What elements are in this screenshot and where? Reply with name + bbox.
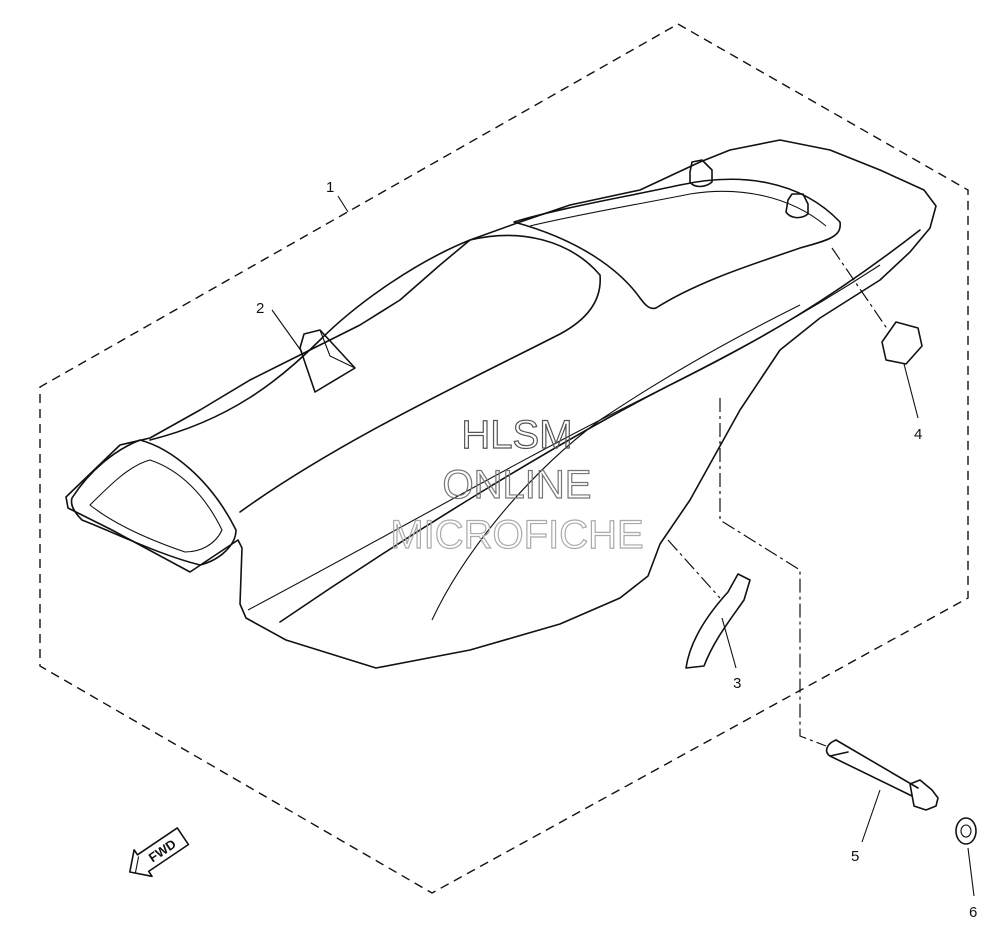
watermark-line-2: ONLINE: [443, 463, 592, 507]
leader-4: [903, 363, 919, 419]
forward-arrow-label: FWD: [146, 836, 179, 865]
part-6-nut-hole: [960, 824, 972, 838]
seat-side-crease-lower: [431, 304, 801, 621]
leader-5: [861, 789, 881, 843]
callout-3: 3: [733, 675, 741, 692]
leader-6: [967, 847, 975, 897]
mount-peg-2: [785, 193, 809, 219]
part-6-nut: [955, 817, 977, 845]
ref-line-3: [667, 539, 721, 599]
part-5-rod: [829, 739, 919, 797]
ref-line-4: [831, 247, 889, 331]
part-4-damper: [881, 321, 923, 365]
assembly-boundary: [39, 23, 969, 894]
part-5-rod-head: [909, 779, 939, 811]
part-5-rod-hook: [825, 739, 849, 757]
leader-3: [721, 617, 737, 669]
callout-5: 5: [851, 848, 859, 865]
callout-6: 6: [969, 904, 977, 921]
part-2-tag-fold: [319, 329, 356, 369]
ref-line-5: [719, 398, 827, 747]
seat-front-hollow: [70, 439, 237, 566]
callout-4: 4: [914, 426, 922, 443]
passenger-seat: [513, 178, 841, 310]
part-2-tag: [299, 329, 356, 393]
forward-arrow-icon: FWD: [129, 827, 190, 878]
callout-2: 2: [256, 300, 264, 317]
rider-seat-pad: [149, 234, 601, 513]
passenger-seat-inner: [529, 190, 827, 227]
mount-peg-1: [689, 159, 713, 188]
callout-1: 1: [326, 179, 334, 196]
watermark-line-1: HLSM: [461, 413, 572, 457]
seat-side-crease: [247, 264, 881, 611]
part-3-strip: [685, 573, 751, 669]
watermark-line-3: MICROFICHE: [390, 513, 643, 557]
seat-outline: [65, 139, 937, 669]
leader-2: [271, 309, 303, 353]
seat-front-hollow-inner: [89, 459, 223, 553]
leader-1: [337, 195, 349, 213]
